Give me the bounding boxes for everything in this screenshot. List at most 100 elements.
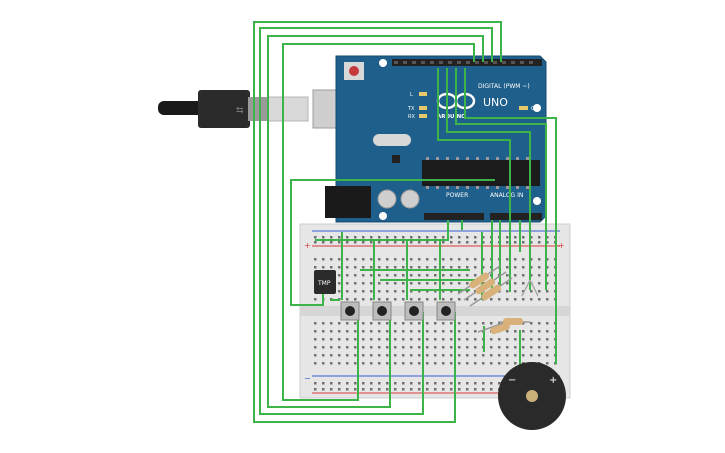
breadboard-hole[interactable] (418, 298, 421, 301)
breadboard-hole[interactable] (418, 236, 421, 239)
breadboard-hole[interactable] (386, 322, 389, 325)
breadboard-hole[interactable] (370, 298, 373, 301)
breadboard-hole[interactable] (514, 274, 517, 277)
breadboard-hole[interactable] (482, 382, 485, 385)
breadboard-hole[interactable] (322, 362, 325, 365)
breadboard-hole[interactable] (378, 290, 381, 293)
breadboard-hole[interactable] (330, 338, 333, 341)
breadboard-hole[interactable] (330, 236, 333, 239)
breadboard-hole[interactable] (346, 338, 349, 341)
wire[interactable] (259, 27, 493, 415)
breadboard-hole[interactable] (346, 330, 349, 333)
breadboard-hole[interactable] (386, 354, 389, 357)
breadboard-hole[interactable] (450, 338, 453, 341)
breadboard-hole[interactable] (506, 236, 509, 239)
breadboard-hole[interactable] (346, 266, 349, 269)
breadboard-hole[interactable] (442, 330, 445, 333)
breadboard-hole[interactable] (314, 388, 317, 391)
breadboard-hole[interactable] (546, 290, 549, 293)
breadboard-hole[interactable] (474, 346, 477, 349)
breadboard-hole[interactable] (402, 258, 405, 261)
breadboard-hole[interactable] (314, 362, 317, 365)
breadboard-hole[interactable] (362, 346, 365, 349)
breadboard-hole[interactable] (330, 354, 333, 357)
breadboard-hole[interactable] (458, 362, 461, 365)
breadboard-hole[interactable] (474, 298, 477, 301)
breadboard-hole[interactable] (322, 266, 325, 269)
breadboard-hole[interactable] (362, 241, 365, 244)
breadboard-hole[interactable] (482, 282, 485, 285)
power-header[interactable] (424, 213, 484, 220)
breadboard-hole[interactable] (458, 298, 461, 301)
breadboard-hole[interactable] (474, 388, 477, 391)
breadboard-hole[interactable] (450, 236, 453, 239)
breadboard-hole[interactable] (338, 266, 341, 269)
breadboard-hole[interactable] (370, 388, 373, 391)
breadboard-hole[interactable] (546, 282, 549, 285)
breadboard-hole[interactable] (378, 354, 381, 357)
breadboard-hole[interactable] (538, 330, 541, 333)
breadboard-hole[interactable] (378, 258, 381, 261)
breadboard-hole[interactable] (482, 258, 485, 261)
breadboard-hole[interactable] (482, 266, 485, 269)
breadboard-hole[interactable] (410, 282, 413, 285)
breadboard-hole[interactable] (386, 266, 389, 269)
breadboard-hole[interactable] (354, 258, 357, 261)
breadboard-hole[interactable] (402, 241, 405, 244)
breadboard-hole[interactable] (418, 338, 421, 341)
breadboard-hole[interactable] (466, 382, 469, 385)
breadboard-hole[interactable] (514, 266, 517, 269)
breadboard-hole[interactable] (330, 330, 333, 333)
breadboard-hole[interactable] (514, 362, 517, 365)
breadboard-hole[interactable] (394, 241, 397, 244)
breadboard-hole[interactable] (386, 330, 389, 333)
breadboard-hole[interactable] (354, 330, 357, 333)
breadboard-hole[interactable] (362, 290, 365, 293)
breadboard-hole[interactable] (410, 330, 413, 333)
breadboard-hole[interactable] (338, 258, 341, 261)
breadboard-hole[interactable] (354, 282, 357, 285)
breadboard-hole[interactable] (386, 241, 389, 244)
breadboard-hole[interactable] (346, 354, 349, 357)
breadboard-hole[interactable] (354, 236, 357, 239)
breadboard-hole[interactable] (402, 236, 405, 239)
breadboard-hole[interactable] (362, 354, 365, 357)
breadboard-hole[interactable] (530, 346, 533, 349)
breadboard-hole[interactable] (426, 346, 429, 349)
breadboard-hole[interactable] (338, 282, 341, 285)
breadboard-hole[interactable] (386, 274, 389, 277)
breadboard-hole[interactable] (434, 330, 437, 333)
breadboard-hole[interactable] (458, 282, 461, 285)
breadboard-hole[interactable] (450, 382, 453, 385)
breadboard-hole[interactable] (458, 346, 461, 349)
breadboard-hole[interactable] (426, 282, 429, 285)
breadboard-hole[interactable] (322, 382, 325, 385)
resistor[interactable] (469, 277, 513, 307)
breadboard-hole[interactable] (394, 322, 397, 325)
breadboard-hole[interactable] (434, 346, 437, 349)
breadboard-hole[interactable] (490, 338, 493, 341)
breadboard-hole[interactable] (386, 282, 389, 285)
breadboard-hole[interactable] (394, 290, 397, 293)
breadboard-hole[interactable] (458, 241, 461, 244)
breadboard-hole[interactable] (354, 298, 357, 301)
breadboard-hole[interactable] (370, 330, 373, 333)
breadboard-hole[interactable] (514, 298, 517, 301)
breadboard-hole[interactable] (474, 241, 477, 244)
breadboard-hole[interactable] (394, 282, 397, 285)
breadboard-hole[interactable] (434, 362, 437, 365)
breadboard-hole[interactable] (522, 266, 525, 269)
breadboard-hole[interactable] (338, 388, 341, 391)
breadboard-hole[interactable] (330, 258, 333, 261)
breadboard-hole[interactable] (498, 354, 501, 357)
breadboard-hole[interactable] (506, 354, 509, 357)
breadboard-hole[interactable] (418, 322, 421, 325)
breadboard-hole[interactable] (506, 346, 509, 349)
breadboard-hole[interactable] (394, 354, 397, 357)
breadboard-hole[interactable] (458, 382, 461, 385)
breadboard-hole[interactable] (410, 346, 413, 349)
breadboard-hole[interactable] (314, 382, 317, 385)
breadboard-hole[interactable] (442, 322, 445, 325)
breadboard-hole[interactable] (466, 322, 469, 325)
